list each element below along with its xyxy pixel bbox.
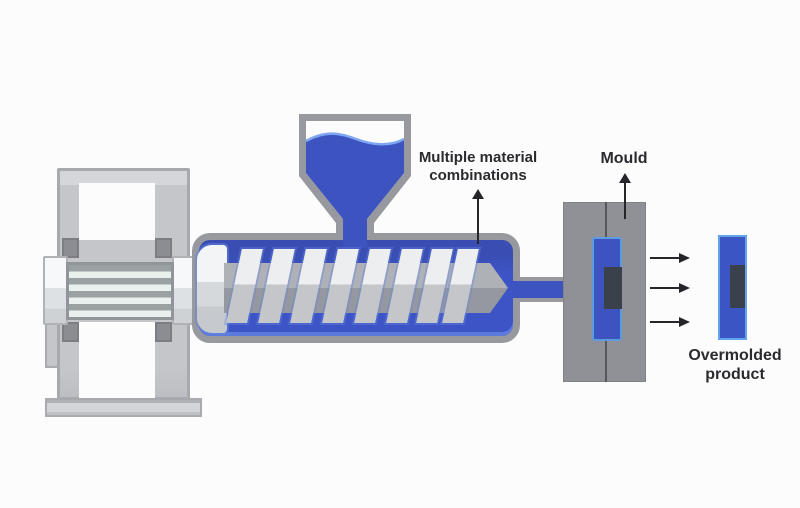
- drive-shaft-ribbed-body: [66, 262, 174, 320]
- flow-arrow-icon: [650, 253, 690, 263]
- material-hopper: [299, 114, 411, 248]
- drive-shaft-left-cap: [43, 256, 68, 325]
- arrow-line: [624, 181, 626, 219]
- flow-arrow-icon: [650, 283, 690, 293]
- arrow-head: [679, 253, 690, 263]
- materials-pointer-arrow-icon: [472, 189, 484, 244]
- arrow-line: [650, 257, 682, 259]
- arrow-line: [650, 287, 682, 289]
- arrow-head: [472, 189, 484, 199]
- shaft-mount-top-left: [62, 238, 79, 258]
- materials-label-line1: Multiple material: [418, 149, 538, 166]
- drive-unit-bottom-opening: [79, 322, 155, 398]
- mould-block: [563, 202, 646, 382]
- arrow-head: [679, 317, 690, 327]
- materials-label-line2: combinations: [429, 167, 527, 184]
- mould-pointer-arrow-icon: [619, 173, 631, 219]
- mould-label: Mould: [582, 150, 666, 168]
- shaft-mount-bottom-right: [155, 322, 172, 342]
- shaft-mount-bottom-left: [62, 322, 79, 342]
- flow-arrow-icon: [650, 317, 690, 327]
- materials-label: Multiple material combinations: [398, 149, 558, 185]
- screw-head: [197, 245, 227, 333]
- moulded-insert: [604, 267, 622, 309]
- product-label-line2: product: [705, 366, 765, 383]
- overmolded-product-insert: [730, 265, 745, 308]
- shaft-mount-top-right: [155, 238, 172, 258]
- product-label-line1: Overmolded: [688, 347, 782, 364]
- drive-unit-base-plate: [45, 398, 202, 417]
- hopper-material-surface: [305, 132, 405, 146]
- product-label: Overmolded product: [665, 346, 800, 384]
- arrow-head: [679, 283, 690, 293]
- mould-label-text: Mould: [600, 150, 648, 167]
- arrow-line: [477, 197, 479, 244]
- drive-unit-top-opening: [79, 183, 155, 240]
- arrow-head: [619, 173, 631, 183]
- arrow-line: [650, 321, 682, 323]
- nozzle-channel: [513, 277, 566, 302]
- hopper-material: [306, 133, 404, 248]
